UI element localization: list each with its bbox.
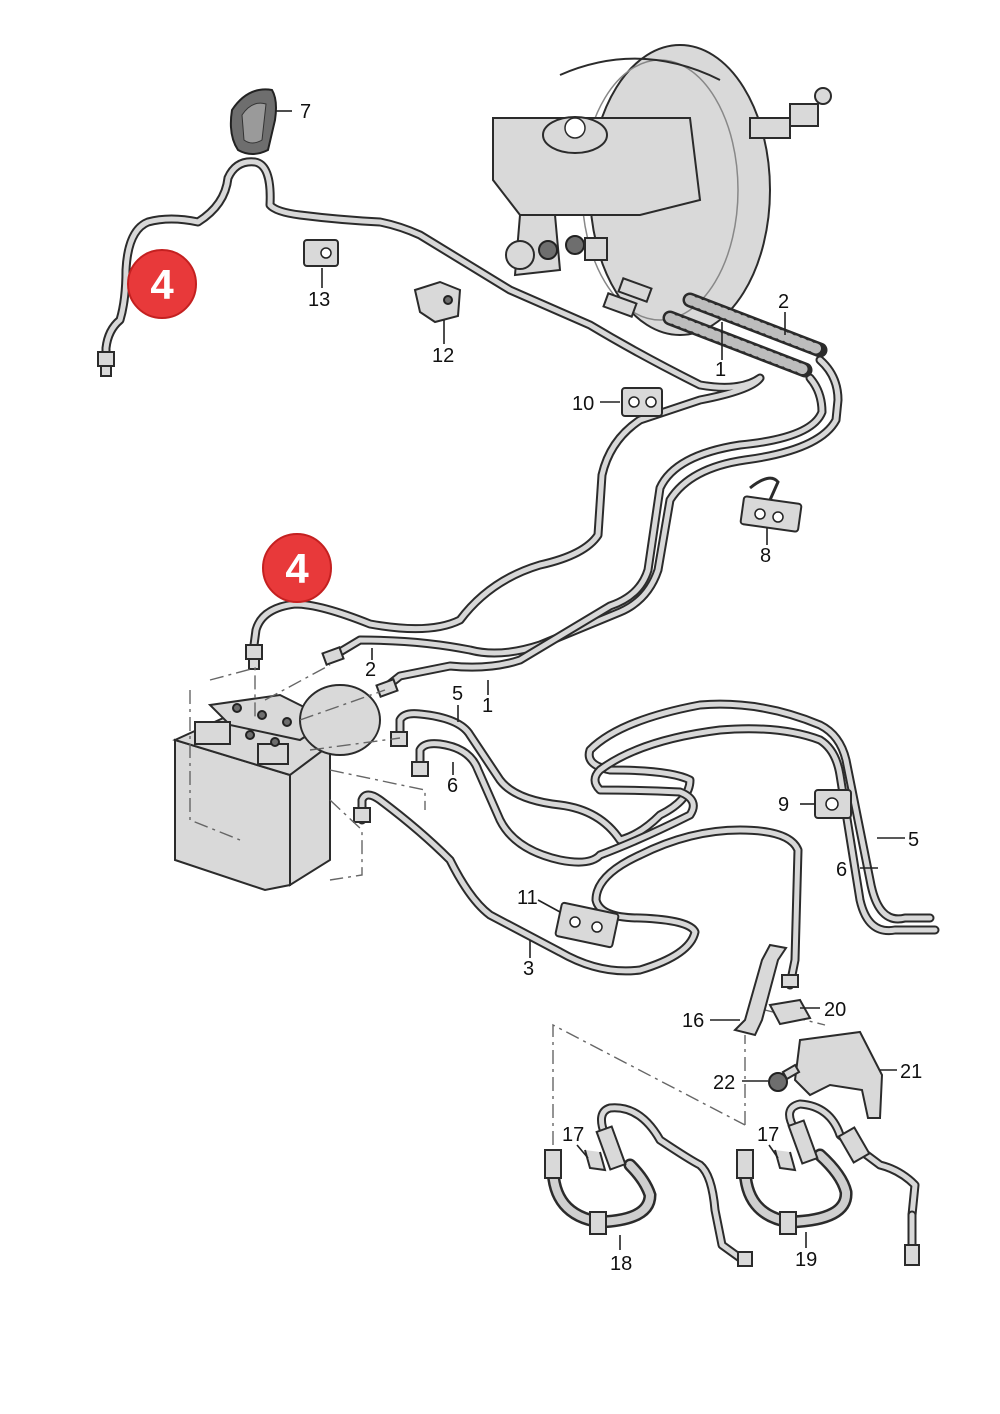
callout-labels: 7 13 12 10 1 2 8 9 5 6 2 1 5 6 11 3 16 2…	[300, 101, 922, 1275]
master-cylinder-reservoir	[492, 116, 702, 277]
callout-19: 19	[795, 1249, 817, 1271]
callout-2-top: 2	[778, 291, 789, 313]
svg-text:4: 4	[150, 261, 174, 308]
callout-16: 16	[682, 1010, 704, 1032]
part-11-holder	[554, 901, 620, 949]
part-9-clip	[814, 789, 852, 819]
svg-text:4: 4	[285, 545, 309, 592]
highlight-badge-top: 4	[127, 249, 197, 319]
callout-12: 12	[432, 345, 454, 367]
callout-5-right: 5	[908, 829, 919, 851]
callout-1-abs: 1	[482, 695, 493, 717]
part-7-grommet	[229, 88, 277, 155]
callout-3: 3	[523, 958, 534, 980]
callout-17-left: 17	[562, 1124, 584, 1146]
callout-6-right: 6	[836, 859, 847, 881]
callout-5-abs: 5	[452, 683, 463, 705]
part-20-clip	[768, 998, 812, 1026]
callout-9: 9	[778, 794, 789, 816]
part-21-bracket	[793, 1030, 884, 1119]
callout-7: 7	[300, 101, 311, 123]
pipe-fittings	[97, 351, 920, 1267]
callout-17-right: 17	[757, 1124, 779, 1146]
part-17-clip-left	[584, 1149, 607, 1172]
part-12-holder	[413, 280, 462, 324]
brake-hose-19	[736, 1119, 871, 1235]
callout-22: 22	[713, 1072, 735, 1094]
callout-13: 13	[308, 289, 330, 311]
callout-18: 18	[610, 1253, 632, 1275]
abs-hydraulic-unit	[172, 684, 381, 892]
callout-2-abs: 2	[365, 659, 376, 681]
highlight-badge-middle: 4	[262, 533, 332, 603]
part-17-clip-right	[774, 1149, 797, 1172]
part-16-bracket	[733, 943, 788, 1037]
callout-21: 21	[900, 1061, 922, 1083]
brake-hose-18	[544, 1125, 657, 1235]
part-13-clip	[303, 239, 339, 267]
callout-8: 8	[760, 545, 771, 567]
brake-pipes	[101, 157, 940, 1263]
callout-6-abs: 6	[447, 775, 458, 797]
callout-11: 11	[517, 887, 538, 909]
part-10-clip	[621, 387, 663, 417]
brake-hose-assembly	[602, 277, 828, 378]
part-22-bolt	[768, 1063, 801, 1092]
leader-lines	[276, 110, 905, 1250]
part-8-holder	[739, 476, 803, 533]
callout-1-top: 1	[715, 359, 726, 381]
callout-10: 10	[572, 393, 594, 415]
callout-20: 20	[824, 999, 846, 1021]
